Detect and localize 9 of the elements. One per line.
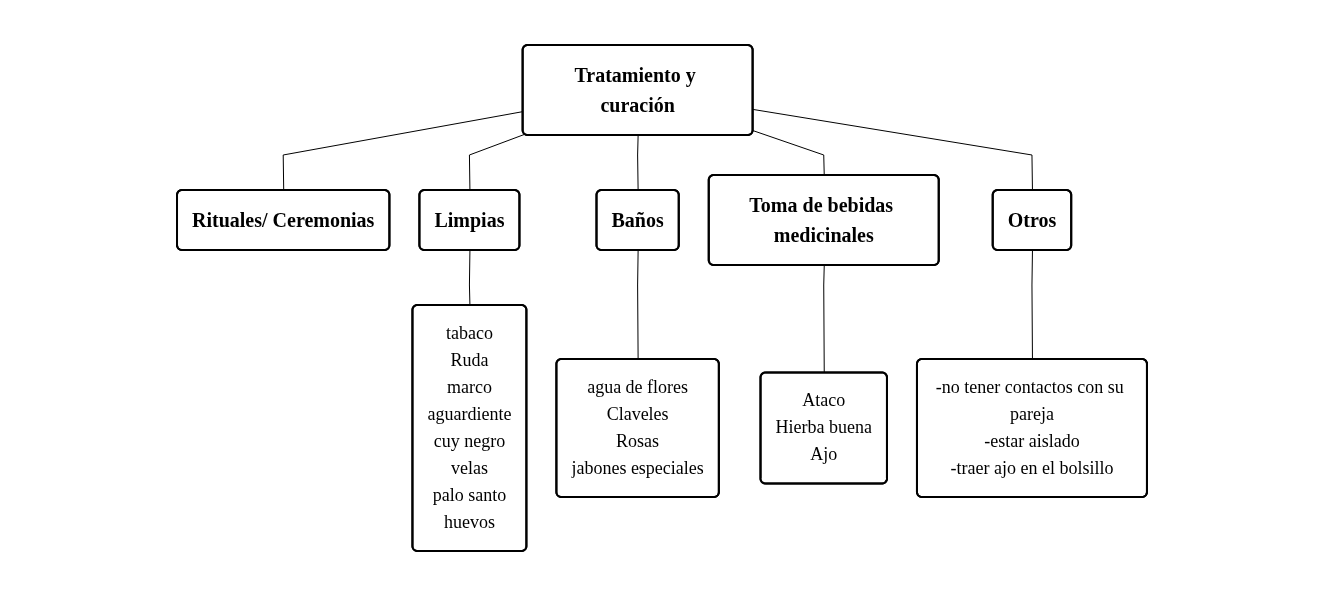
connector xyxy=(823,265,825,374)
connector xyxy=(468,133,526,191)
connector xyxy=(637,135,639,191)
connector xyxy=(1031,250,1033,360)
connector xyxy=(752,130,825,176)
connector xyxy=(468,250,471,306)
connector xyxy=(752,108,1033,191)
connector xyxy=(637,250,639,360)
connector xyxy=(282,111,524,191)
